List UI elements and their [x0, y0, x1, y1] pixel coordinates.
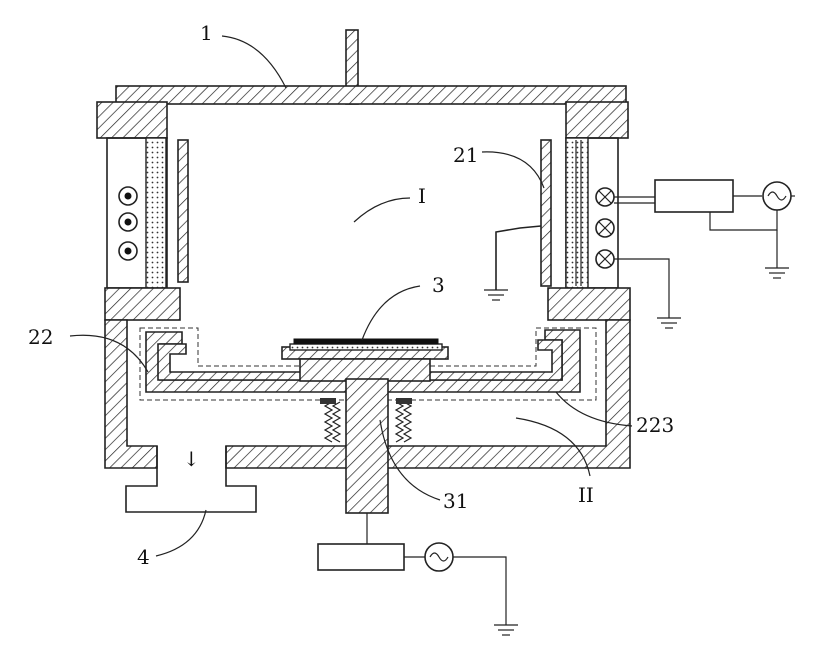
label-22: 22 [28, 325, 53, 349]
leader-223 [555, 391, 633, 427]
left-dielectric-window [145, 137, 167, 289]
bottom-matching-box [317, 543, 405, 571]
ground-icon [494, 624, 518, 636]
support-shaft [345, 378, 389, 514]
right-upper-flange [565, 101, 629, 139]
stage-dielectric [289, 343, 443, 351]
dashed-region [139, 327, 597, 401]
coil-dot-icon [118, 212, 138, 232]
left-middle-flange [104, 287, 181, 321]
leader-1 [221, 35, 287, 89]
right-bellows [394, 398, 413, 443]
leader-II [515, 417, 591, 477]
leader-4 [155, 509, 207, 557]
stage-body [299, 358, 431, 382]
ac-source-icon [424, 542, 454, 572]
exhaust-arrow: ↓ [183, 447, 200, 471]
ac-source-icon [762, 181, 792, 211]
coil-cross-icon [595, 187, 615, 207]
label-21: 21 [453, 143, 478, 167]
right-liner [540, 139, 552, 287]
coil-dot-icon [118, 186, 138, 206]
leader-3 [361, 285, 421, 341]
left-bellows [320, 398, 342, 443]
leader-21 [481, 151, 545, 189]
leader-31 [379, 419, 441, 501]
left-liner [177, 139, 189, 283]
label-4: 4 [137, 545, 150, 569]
label-3: 3 [432, 273, 445, 297]
ground-icon [657, 317, 681, 329]
ground-icon [765, 267, 789, 279]
label-223: 223 [636, 413, 674, 437]
leader-22 [69, 334, 149, 373]
label-31: 31 [443, 489, 468, 513]
left-upper-flange [96, 101, 168, 139]
leader-I [353, 197, 411, 223]
coil-cross-icon [595, 249, 615, 269]
right-matching-box [654, 179, 734, 213]
right-dielectric-window [565, 137, 589, 289]
ground-icon [484, 289, 508, 301]
chamber-lid [115, 85, 627, 105]
coil-dot-icon [118, 241, 138, 261]
right-middle-flange [547, 287, 631, 321]
coil-cross-icon [595, 218, 615, 238]
wafer [293, 338, 439, 345]
exhaust-port [125, 446, 257, 513]
label-II: II [578, 483, 594, 507]
label-I: I [418, 184, 426, 208]
label-1: 1 [200, 21, 213, 45]
